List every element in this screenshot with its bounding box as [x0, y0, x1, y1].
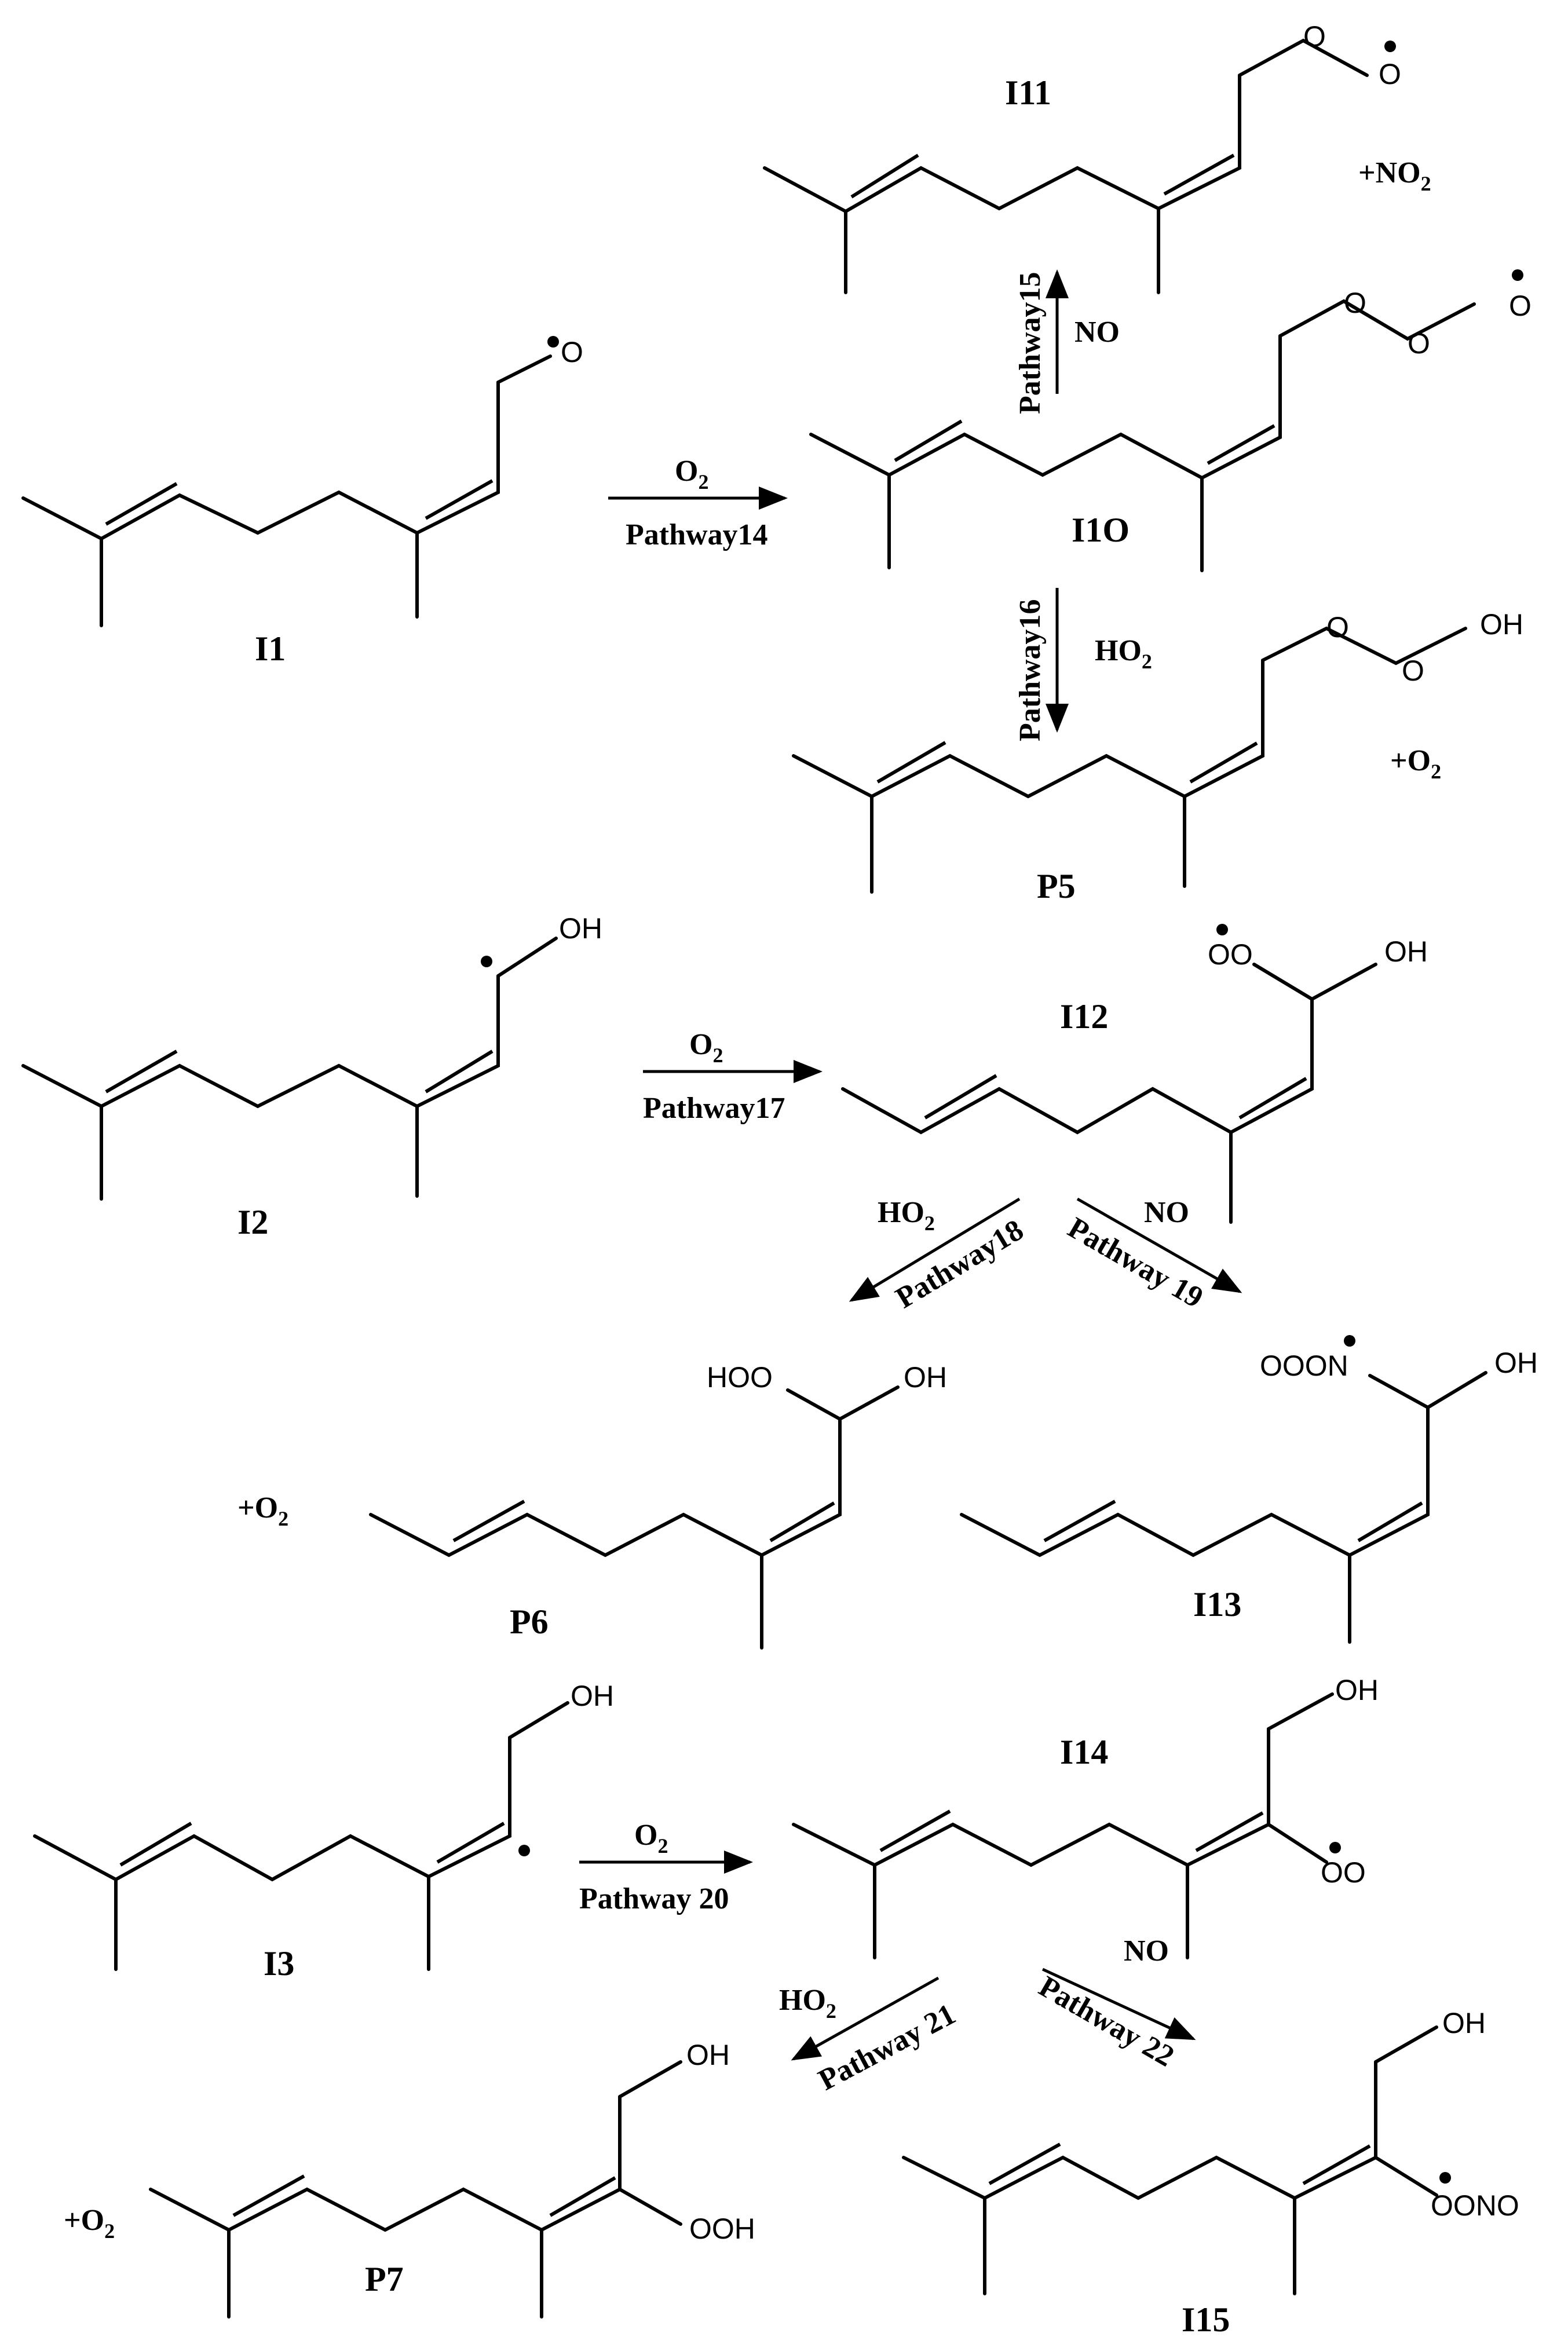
label-I14: I14	[1060, 1733, 1108, 1771]
label-I2: I2	[237, 1203, 268, 1241]
molecule-I15: OH OONO	[902, 2007, 1519, 2295]
label-pathway20: Pathway 20	[579, 1882, 729, 1915]
atom-oh: OH	[1494, 1347, 1538, 1379]
label-P7: P7	[365, 2260, 404, 2298]
label-pathway17: Pathway17	[643, 1092, 785, 1125]
radical-dot	[1344, 1335, 1355, 1347]
label-P5: P5	[1037, 867, 1076, 905]
molecule-I11: O O	[763, 20, 1401, 294]
molecule-I10: O O O	[809, 269, 1532, 572]
molecule-I2: OH	[21, 912, 602, 1201]
reagent-ho2-p16: HO2	[1095, 634, 1152, 673]
label-pathway15: Pathway15	[1014, 272, 1047, 414]
reagent-o2-p14: O2	[675, 455, 708, 493]
label-I11: I11	[1005, 74, 1051, 112]
label-I12: I12	[1060, 997, 1108, 1036]
reagent-o2-p20: O2	[634, 1819, 668, 1857]
reagent-no-p15: NO	[1074, 316, 1120, 349]
atom-oh: OH	[559, 912, 602, 945]
molecule-P6: HOO OH	[369, 1361, 947, 1650]
atom-o-1: O	[1326, 611, 1349, 643]
label-pathway14: Pathway14	[626, 518, 768, 551]
atom-oh: OH	[686, 2039, 730, 2071]
reagent-ho2-p21: HO2	[779, 1984, 836, 2023]
radical-dot	[518, 1845, 530, 1856]
atom-oono: OONO	[1431, 2189, 1519, 2222]
molecule-I13: OOON OH	[960, 1335, 1538, 1644]
atom-o: O	[561, 336, 583, 368]
reagent-ho2-p18: HO2	[878, 1196, 935, 1235]
molecule-I12: OO OH	[841, 924, 1428, 1224]
label-I1: I1	[255, 630, 286, 668]
arrow-pathway22	[1041, 1968, 1196, 2041]
atom-oh: OH	[1480, 608, 1523, 641]
atom-ooh: OOH	[689, 2213, 755, 2245]
atom-oo: OO	[1208, 938, 1253, 971]
product-plus-o2-p5: +O2	[1390, 744, 1441, 783]
molecule-P7: OH OOH	[149, 2039, 755, 2319]
label-I10: I1O	[1072, 511, 1130, 549]
atom-oh: OH	[904, 1361, 947, 1394]
atom-ooon: OOON	[1260, 1350, 1348, 1382]
molecule-I1: O	[21, 336, 583, 627]
label-I13: I13	[1193, 1585, 1241, 1623]
atom-oh: OH	[1442, 2007, 1486, 2039]
atom-o-1: O	[1344, 287, 1366, 319]
reagent-o2-p17: O2	[689, 1028, 723, 1067]
radical-dot	[481, 956, 492, 967]
atom-oh: OH	[571, 1680, 614, 1712]
atom-oo: OO	[1321, 1856, 1366, 1889]
label-I15: I15	[1182, 2301, 1230, 2339]
radical-dot	[1329, 1842, 1341, 1853]
atom-oh: OH	[1335, 1674, 1379, 1706]
molecule-I14: OH OO	[792, 1674, 1379, 1959]
atom-o-1: O	[1303, 20, 1326, 53]
radical-dot	[1439, 2172, 1451, 2184]
arrow-pathway18	[849, 1197, 1021, 1302]
molecule-P5: O O OH	[792, 608, 1523, 894]
label-P6: P6	[510, 1603, 549, 1641]
label-I3: I3	[264, 1944, 294, 1983]
radical-dot	[547, 336, 559, 348]
product-plus-o2-p7: +O2	[64, 2204, 115, 2243]
arrow-pathway21	[791, 1976, 940, 2061]
atom-hoo: HOO	[707, 1361, 773, 1394]
atom-o-2: O	[1379, 58, 1401, 90]
product-plus-o2-p6: +O2	[237, 1491, 288, 1530]
radical-dot	[1512, 269, 1523, 281]
radical-dot	[1384, 41, 1396, 52]
atom-o-3: O	[1509, 290, 1532, 322]
molecule-I3: OH	[33, 1680, 614, 1971]
atom-o-2: O	[1402, 654, 1424, 687]
reagent-no-p19: NO	[1144, 1196, 1189, 1229]
atom-oh: OH	[1384, 935, 1428, 968]
label-pathway16: Pathway16	[1014, 599, 1047, 741]
product-plus-no2: +NO2	[1358, 156, 1431, 195]
arrow-pathway19	[1076, 1197, 1242, 1293]
atom-o-2: O	[1408, 327, 1430, 360]
reagent-no-p22: NO	[1124, 1935, 1169, 1968]
radical-dot	[1216, 924, 1228, 935]
